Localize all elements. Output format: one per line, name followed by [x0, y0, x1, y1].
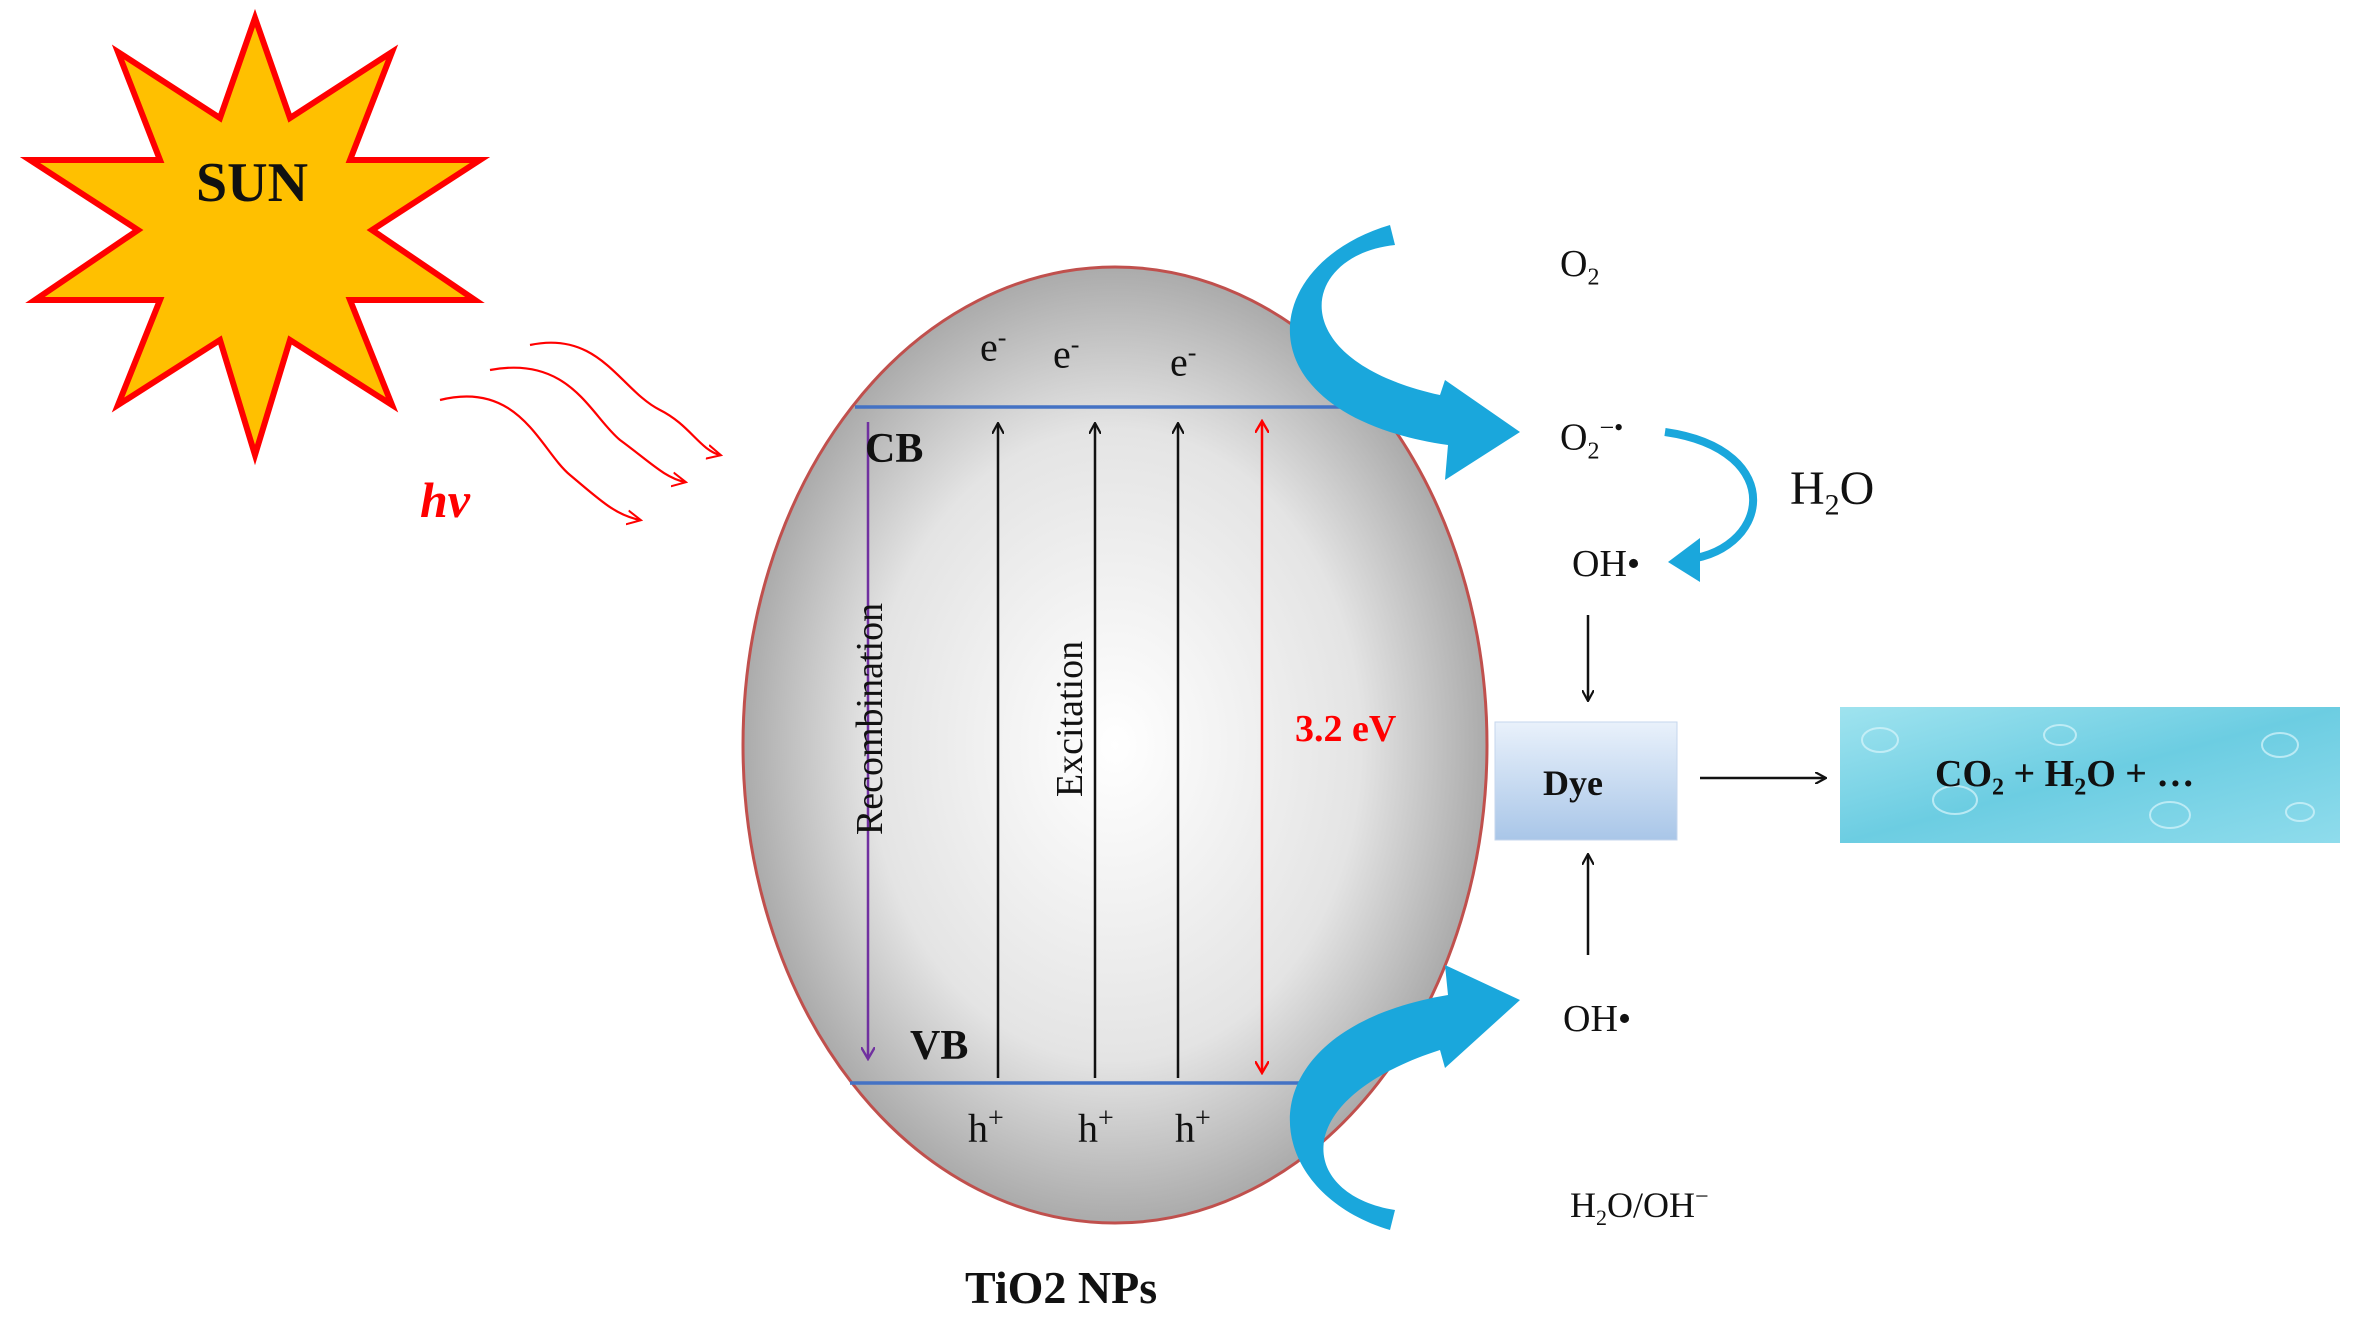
recombination-label: Recombination [849, 602, 891, 836]
products-box [1840, 707, 2340, 843]
particle-label: TiO2 NPs [965, 1262, 1158, 1313]
band-gap-label: 3.2 eV [1295, 708, 1397, 750]
light-label: hv [420, 472, 470, 528]
valence-band-label: VB [910, 1023, 969, 1069]
hydroxyl-radical-bottom: OH• [1563, 998, 1632, 1040]
products-bubbles [1861, 724, 2315, 829]
dye-box [1494, 721, 1678, 841]
excitation-label: Excitation [1049, 640, 1091, 798]
tio2-particle [741, 265, 1489, 1225]
water-hydroxide-label: H2O/OH− [1570, 1184, 1709, 1231]
hydroxyl-radical-top: OH• [1572, 543, 1641, 585]
water-conversion-arrowhead [1668, 538, 1700, 582]
dye-label: Dye [1543, 763, 1603, 803]
electron-3: e- [1170, 338, 1197, 385]
superoxide-label: O2−• [1560, 413, 1624, 465]
hole-1: h+ [968, 1103, 1004, 1151]
reduction-curved-arrow [1289, 225, 1520, 480]
hole-2: h+ [1078, 1103, 1114, 1151]
sun-label: SUN [196, 152, 309, 214]
hole-3: h+ [1175, 1103, 1211, 1151]
products-label: CO2 + H2O + … [1935, 753, 2195, 801]
light-waves [439, 341, 720, 520]
water-conversion-arrow [1664, 428, 1758, 564]
electron-1: e- [980, 323, 1007, 370]
water-label: H2O [1790, 462, 1875, 522]
sun-starburst [19, 8, 491, 466]
oxidation-curved-arrow [1289, 965, 1520, 1230]
oxygen-label: O2 [1560, 243, 1600, 291]
electron-2: e- [1053, 330, 1080, 377]
conduction-band-label: CB [865, 426, 924, 472]
